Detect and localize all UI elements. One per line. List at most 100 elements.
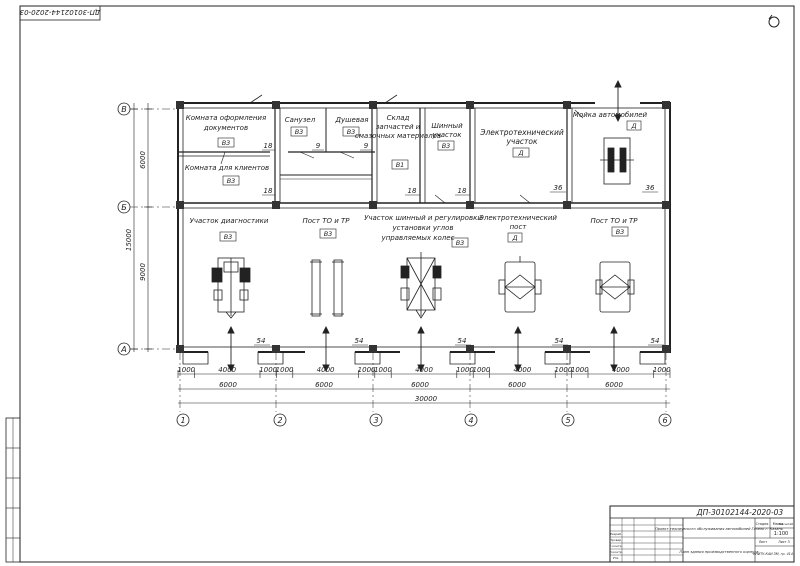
- segment-ticks: [177, 370, 671, 378]
- segment-dim-label: 4000: [612, 366, 630, 374]
- dim-left-total: 15000: [125, 228, 133, 251]
- lift-service-1: [310, 259, 344, 317]
- title-role-3: Т.контр.: [608, 544, 622, 548]
- svg-text:9: 9: [364, 142, 369, 150]
- bay-service-1-badge: В3: [324, 230, 333, 238]
- axis-letter-v: В: [121, 105, 127, 114]
- bay-diagnostics-label: Участок диагностики: [190, 217, 269, 225]
- axis-number-6: 6: [662, 416, 667, 425]
- segment-dim-label: 1000: [571, 366, 589, 374]
- dim-total: 30000: [415, 395, 438, 403]
- lift-electro: [498, 256, 542, 313]
- dim-span-5: 6000: [605, 381, 623, 389]
- title-sheet-num: Лист 3: [778, 540, 790, 544]
- title-sheet-label: Лист: [759, 540, 767, 544]
- svg-text:54: 54: [257, 337, 266, 345]
- svg-text:36: 36: [554, 184, 563, 192]
- building: [177, 94, 671, 354]
- segment-dim-label: 1000: [456, 366, 474, 374]
- svg-text:54: 54: [458, 337, 467, 345]
- svg-text:18: 18: [408, 187, 417, 195]
- axis-letter-b: Б: [121, 203, 127, 212]
- title-role-1: Разраб.: [610, 532, 622, 536]
- columns: [176, 101, 670, 353]
- segment-dim-label: 1000: [472, 366, 490, 374]
- title-role-5: Утв.: [613, 556, 619, 560]
- title-org: КНИТУ-КАИ ЗМ, гр. 4141: [753, 552, 795, 556]
- segment-dim-label: 4000: [513, 366, 531, 374]
- room-wc-badge: В3: [295, 128, 304, 136]
- room-storage-badge: В1: [396, 161, 405, 169]
- segment-dim-label: 1000: [653, 366, 671, 374]
- wash-equipment: [600, 137, 634, 185]
- title-sheet-title: План здания производственного корпуса: [680, 550, 759, 554]
- segment-dim-label: 4000: [415, 366, 433, 374]
- room-clients-label: Комната для клиентов: [185, 164, 269, 172]
- title-mass-label: Масса: [773, 522, 784, 526]
- lift-service-2: [595, 261, 635, 313]
- svg-text:54: 54: [651, 337, 660, 345]
- segment-dim-label: 1000: [259, 366, 277, 374]
- title-project: Проект технического обслуживания автомоб…: [655, 527, 783, 531]
- axis-letter-markers: В Б А: [117, 102, 131, 356]
- bay-tire-alignment-badge: В3: [456, 239, 465, 247]
- dim-span-1: 6000: [219, 381, 237, 389]
- bay-areas: 54 54 54 54 54: [254, 337, 664, 346]
- bay-service-2-badge: В3: [616, 228, 625, 236]
- room-shower-badge: В3: [347, 128, 356, 136]
- dim-left-upper: 6000: [139, 151, 147, 169]
- bay-service-2-label: Пост ТО и ТР: [591, 217, 639, 225]
- room-shower-label: Душевая: [335, 116, 369, 124]
- gates: [182, 351, 666, 365]
- room-wash-label: Мойка автомобилей: [573, 111, 648, 119]
- room-shower: Душевая В3: [335, 116, 369, 137]
- room-clients: Комната для клиентов В3: [185, 164, 269, 186]
- room-wc-label: Санузел: [285, 116, 316, 124]
- dim-span-3: 6000: [411, 381, 429, 389]
- title-role-4: Н.контр.: [609, 550, 622, 554]
- svg-text:18: 18: [264, 187, 273, 195]
- bay-service-1-label: Пост ТО и ТР: [303, 217, 351, 225]
- segment-dim-label: 4000: [218, 366, 236, 374]
- dim-span-4: 6000: [508, 381, 526, 389]
- axis-number-3: 3: [373, 416, 378, 425]
- segment-dim-label: 1000: [177, 366, 195, 374]
- room-wash-badge: Д: [630, 122, 636, 130]
- bay-diagnostics: Участок диагностики В3: [190, 217, 269, 242]
- room-areas: 18 18 9 9 18 18 36 36: [262, 142, 658, 196]
- segment-dim-label: 1000: [554, 366, 572, 374]
- axis-number-2: 2: [277, 416, 282, 425]
- left-dimensions: [130, 103, 152, 352]
- title-stage-label: Стадия: [756, 522, 769, 526]
- axis-letter-a: А: [120, 345, 126, 354]
- room-wc: Санузел В3: [285, 116, 316, 137]
- svg-text:54: 54: [555, 337, 564, 345]
- lift-tire-alignment: [400, 252, 442, 319]
- room-office-badge: В3: [222, 139, 231, 147]
- svg-text:36: 36: [646, 184, 655, 192]
- axis-number-1: 1: [180, 416, 185, 425]
- title-scale: 1:100: [774, 531, 788, 537]
- bay-diagnostics-badge: В3: [224, 233, 233, 241]
- axis-number-markers: 1 2 3 4 5 6: [176, 413, 672, 427]
- room-clients-badge: В3: [227, 177, 236, 185]
- segment-dim-label: 1000: [358, 366, 376, 374]
- entry-arrows: [227, 79, 622, 373]
- axis-number-4: 4: [468, 416, 473, 425]
- room-tire-badge: В3: [442, 142, 451, 150]
- bay-electro-badge: Д: [511, 234, 517, 242]
- title-role-2: Провер.: [610, 538, 623, 542]
- axis-number-5: 5: [565, 416, 570, 425]
- title-code: ДП-30102144-2020-03: [696, 508, 784, 517]
